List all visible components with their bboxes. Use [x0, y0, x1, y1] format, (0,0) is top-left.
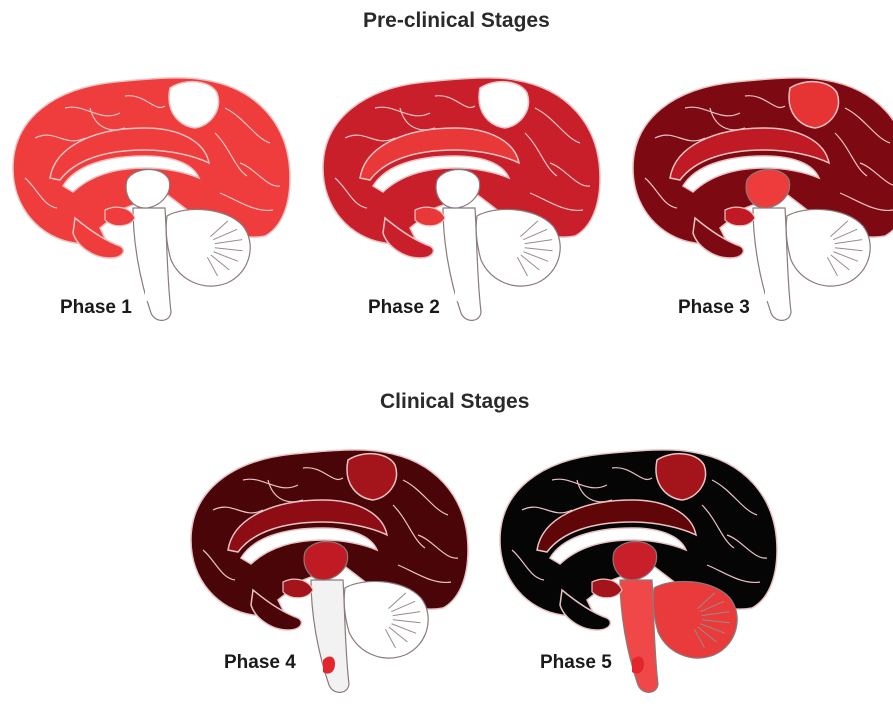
phase-2-label: Phase 2 [368, 297, 440, 319]
thalamus [613, 542, 657, 581]
cerebellum [166, 209, 250, 286]
thalamus [436, 170, 480, 209]
brain-phase-1 [5, 68, 305, 338]
thalamus [126, 170, 170, 209]
brainstem [753, 208, 791, 320]
brainstem [311, 580, 349, 692]
cerebellum [344, 581, 428, 658]
hippocampus [592, 579, 622, 598]
thalamus [746, 170, 790, 209]
clinical-heading: Clinical Stages [380, 390, 529, 414]
brain-phase-2 [315, 68, 615, 338]
phase-3-label: Phase 3 [678, 297, 750, 319]
hippocampus [415, 207, 445, 226]
phase-5-label: Phase 5 [540, 652, 612, 674]
preclinical-heading: Pre-clinical Stages [363, 9, 550, 33]
phase-4-label: Phase 4 [224, 652, 296, 674]
brain-phase-5 [492, 440, 792, 710]
hippocampus [283, 579, 313, 598]
cerebellum [786, 209, 870, 286]
thalamus [304, 542, 348, 581]
brainstem [620, 580, 658, 692]
brain-phase-3 [625, 68, 893, 338]
hippocampus [725, 207, 755, 226]
brainstem [443, 208, 481, 320]
brainstem [133, 208, 171, 320]
cerebellum [476, 209, 560, 286]
cerebellum [653, 581, 737, 658]
phase-1-label: Phase 1 [60, 297, 132, 319]
hippocampus [105, 207, 135, 226]
